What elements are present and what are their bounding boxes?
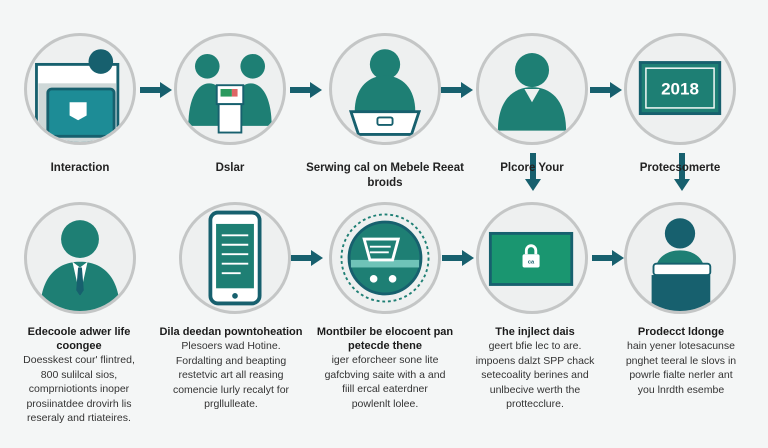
step-body-line: prottecclure. xyxy=(506,398,564,410)
lock-screen-icon: ca xyxy=(488,231,574,286)
step-body-line: powrle fialte nerler ant xyxy=(629,369,733,381)
step-body-line: unlbecive werth the xyxy=(489,383,581,396)
step-body-line: comprniotionts inoper xyxy=(28,383,130,395)
step-label: Interaction xyxy=(50,162,110,174)
arrow-down-icon xyxy=(674,153,690,191)
step-circle-edecoole xyxy=(24,202,136,314)
step-circle-serwing xyxy=(329,33,441,145)
step-circle-protecsomerte: 2018 xyxy=(624,33,736,145)
step-circle-injlect: ca xyxy=(476,202,588,314)
person-icon xyxy=(497,53,567,131)
step-label: Plcore Your xyxy=(500,162,564,174)
step-body-line: you lnrdth esembe xyxy=(637,383,725,396)
arrow-right-icon xyxy=(441,82,473,98)
arrow-right-icon xyxy=(140,82,172,98)
step-body-line: geert bfie lec to are. xyxy=(488,340,582,352)
step-title: Edecoole adwer life coongee xyxy=(27,326,131,352)
step-title: The injlect dais xyxy=(495,326,575,338)
step-title: Dila deedan powntoheation xyxy=(159,326,303,338)
step-circle-dila xyxy=(179,202,291,314)
arrow-right-icon xyxy=(442,250,474,266)
step-label: Protecsomerte xyxy=(639,162,721,174)
step-card: Montbiler be elocoent pan petecde thene … xyxy=(310,325,460,411)
step-title: Prodecct ldonge xyxy=(637,326,725,338)
step-body-line: gafcbving saite with a and xyxy=(324,368,446,381)
step-card: Prodecct ldonge hain yener lotesacunse p… xyxy=(606,325,756,397)
arrow-right-icon xyxy=(592,250,624,266)
step-body-line: iger eforcheer sone lite xyxy=(331,354,439,366)
step-card: Dila deedan powntoheation Plesoers wad H… xyxy=(156,325,306,412)
step-body-line: comencie lurly recalyt for xyxy=(172,383,290,396)
arrow-down-icon xyxy=(525,153,541,191)
two-people-icon xyxy=(188,53,272,134)
step-body-line: reseraly and rtiateires. xyxy=(27,412,131,424)
step-body-line: hain yener lotesacunse xyxy=(627,340,735,352)
step-label: Serwing cal on Mebele Reeat broıds xyxy=(306,162,464,189)
step-card: Edecoole adwer life coongee Doesskest co… xyxy=(4,325,154,426)
step-circle-plcore xyxy=(476,33,588,145)
step-circle-montbiler xyxy=(329,202,441,314)
step-body-line: fiill ercal eaterdner xyxy=(342,383,428,395)
step-circle-dslar xyxy=(174,33,286,145)
cart-seal-icon xyxy=(340,213,430,303)
folder-icon xyxy=(35,49,120,142)
step-body-line: pnghet teeral le slovs in xyxy=(625,354,737,367)
person-desk-icon xyxy=(651,218,712,311)
step-card: The injlect dais geert bfie lec to are. … xyxy=(460,325,610,412)
step-body-line: Doesskest cour' flintred, xyxy=(23,354,135,366)
person-laptop-icon xyxy=(348,49,422,136)
step-body-line: Fordalting and beapting xyxy=(175,354,287,367)
arrow-right-icon xyxy=(590,82,622,98)
step-body-line: Plesoers wad Hotine. xyxy=(181,340,281,352)
step-body-line: prgllulleate. xyxy=(204,398,258,410)
calendar-screen-icon: 2018 xyxy=(638,61,722,116)
lock-text: ca xyxy=(528,260,535,266)
step-body-line: prosiinatdee drovirh lis xyxy=(26,397,132,410)
step-body-line: 800 sulilcal sios, xyxy=(40,368,118,381)
step-body-line: restetvic art all reasing xyxy=(178,369,284,381)
step-title: Montbiler be elocoent pan petecde thene xyxy=(316,326,454,352)
step-body-line: setecoality berines and xyxy=(481,369,589,381)
step-circle-prodecct xyxy=(624,202,736,314)
step-body-line: powlenlt lolee. xyxy=(351,397,419,410)
arrow-right-icon xyxy=(291,250,323,266)
step-body-line: impoens dalzt SPP chack xyxy=(475,354,595,367)
step-circle-interaction xyxy=(24,33,136,145)
arrow-right-icon xyxy=(290,82,322,98)
smartphone-icon xyxy=(208,210,262,306)
person-tie-icon xyxy=(40,220,120,311)
step-label: Dslar xyxy=(215,162,245,174)
screen-year-text: 2018 xyxy=(661,80,699,99)
